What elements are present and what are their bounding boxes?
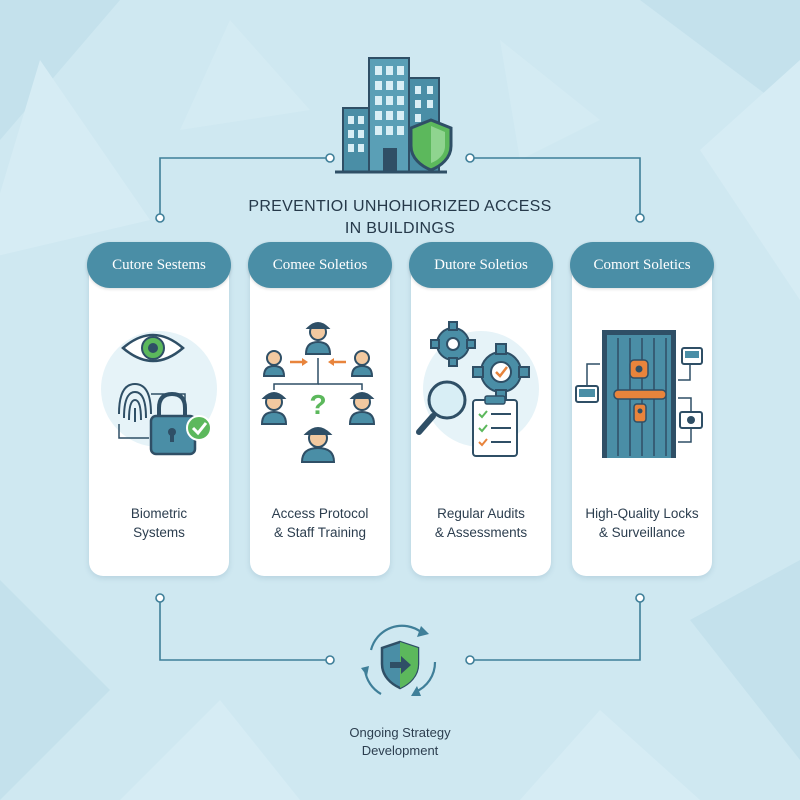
card-caption: High-Quality Locks & Surveillance: [585, 506, 699, 540]
svg-text:?: ?: [309, 389, 326, 420]
shield-cycle-icon: [361, 624, 437, 696]
card-header: Comort Soletics: [570, 242, 714, 288]
ongoing-strategy-label: Ongoing Strategy Development: [349, 725, 451, 758]
audit-gears-icon: [416, 321, 539, 457]
secure-door-icon: [575, 330, 703, 458]
card-header: Cutore Sestems: [87, 242, 231, 288]
card-access-protocol: Comee Soletios ?: [248, 242, 392, 576]
title-line-2: IN BUILDINGS: [344, 220, 456, 237]
card-caption: Access Protocol & Staff Training: [271, 506, 369, 540]
building-shield-icon: [335, 57, 453, 174]
card-header: Dutore Soletios: [409, 242, 553, 288]
card-biometric-systems: Cutore Sestems Biometric Systems: [87, 242, 231, 576]
card-caption: Biometric Systems: [130, 506, 188, 540]
staff-training-icon: ?: [260, 322, 376, 463]
card-caption: Regular Audits & Assessments: [434, 506, 528, 540]
card-high-quality-locks: Comort Soletics High-Quality Locks: [570, 242, 714, 576]
card-regular-audits: Dutore Soletios Regular Audits & Assess: [409, 242, 553, 576]
title-line-1: PREVENTIOI UNHOHIORIZED ACCESS: [248, 198, 552, 215]
card-header: Comee Soletios: [248, 242, 392, 288]
diagram-title: PREVENTIOI UNHOHIORIZED ACCESS IN BUILDI…: [200, 196, 600, 240]
biometric-lock-icon: [101, 331, 217, 456]
